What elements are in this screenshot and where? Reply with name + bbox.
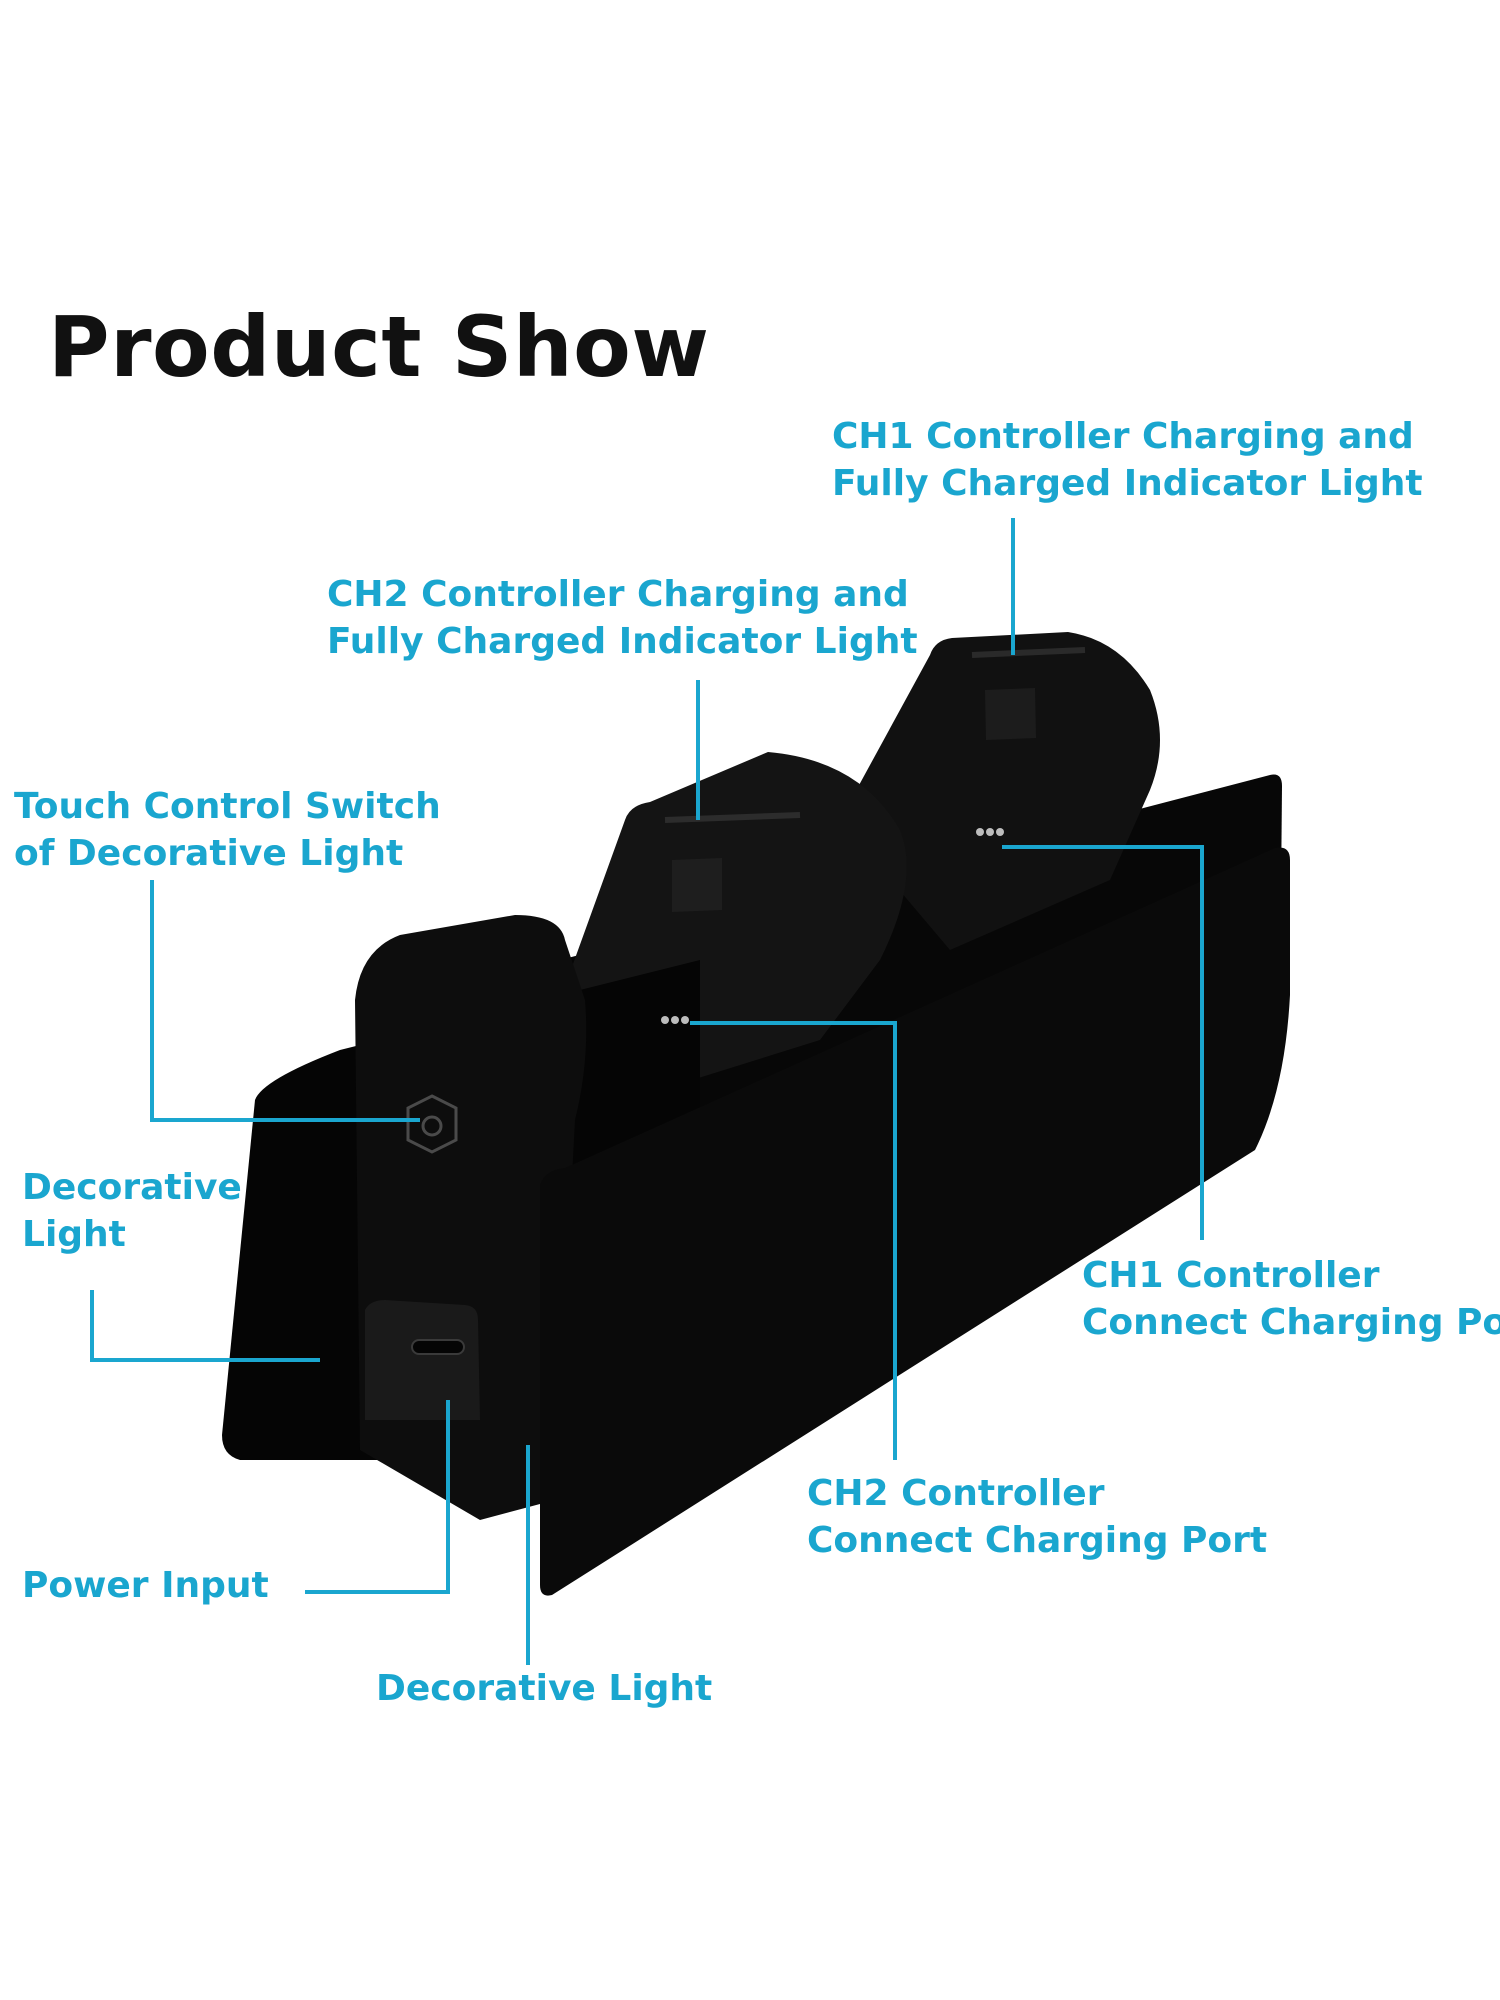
ch1-latch (985, 688, 1036, 740)
callout-ch1-port-line1: CH1 Controller (1082, 1255, 1380, 1296)
callout-decorative-bottom-line1: Decorative Light (376, 1668, 713, 1709)
callout-ch1-port: CH1 Controller Connect Charging Port (1082, 1252, 1500, 1346)
ch2-charging-pins (661, 1016, 689, 1024)
callout-decorative-left-line2: Light (22, 1214, 126, 1255)
callout-ch2-port-line1: CH2 Controller (807, 1473, 1105, 1514)
callout-touch-switch-line1: Touch Control Switch (14, 786, 441, 827)
ch1-charging-pins (976, 828, 1004, 836)
callout-touch-switch: Touch Control Switch of Decorative Light (14, 783, 441, 877)
leader-lines (90, 518, 1204, 1665)
callout-decorative-bottom: Decorative Light (376, 1665, 712, 1712)
ch1-cradle (840, 632, 1160, 950)
usb-c-port (411, 1339, 465, 1355)
leader-touch-switch (150, 880, 420, 1122)
callout-ch2-indicator-line1: CH2 Controller Charging and (327, 574, 909, 615)
callout-ch1-port-line2: Connect Charging Port (1082, 1302, 1500, 1343)
touch-switch-icon (406, 1094, 458, 1154)
ch1-indicator-slot (971, 647, 1086, 658)
callout-ch2-port: CH2 Controller Connect Charging Port (807, 1470, 1267, 1564)
callout-ch2-indicator: CH2 Controller Charging and Fully Charge… (327, 571, 918, 665)
leader-ch1-port (1002, 845, 1204, 1240)
callout-ch1-indicator-line1: CH1 Controller Charging and (832, 416, 1414, 457)
callout-touch-switch-line2: of Decorative Light (14, 833, 404, 874)
callout-ch2-port-line2: Connect Charging Port (807, 1520, 1268, 1561)
callout-ch1-indicator-line2: Fully Charged Indicator Light (832, 463, 1423, 504)
callout-decorative-left: Decorative Light (22, 1164, 242, 1258)
dock-front-panel (540, 847, 1290, 1596)
page-title: Product Show (48, 298, 710, 396)
leader-power-input (305, 1400, 450, 1594)
leader-decorative-left (90, 1290, 320, 1362)
ch2-indicator-slot (664, 812, 801, 823)
leader-ch2-port (690, 1021, 897, 1460)
ch2-latch (672, 858, 722, 912)
callout-ch1-indicator: CH1 Controller Charging and Fully Charge… (832, 413, 1423, 507)
callout-decorative-left-line1: Decorative (22, 1167, 242, 1208)
callout-power-input-line1: Power Input (22, 1565, 269, 1606)
callout-power-input: Power Input (22, 1562, 269, 1609)
callout-ch2-indicator-line2: Fully Charged Indicator Light (327, 621, 918, 662)
power-input-notch (365, 1300, 480, 1420)
